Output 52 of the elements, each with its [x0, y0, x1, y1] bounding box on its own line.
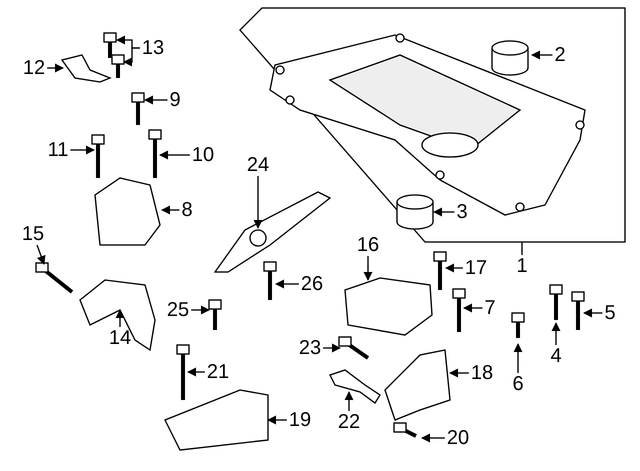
leader-line: [323, 344, 341, 352]
callout-number: 5: [604, 303, 616, 323]
callout-number: 14: [108, 328, 132, 348]
leader-line: [531, 50, 552, 60]
leader-line: [514, 343, 522, 373]
callout-number: 17: [464, 258, 488, 278]
leader-line: [144, 96, 168, 104]
leader-line: [449, 368, 469, 378]
leader-line: [191, 306, 210, 314]
callout-number: 23: [298, 338, 322, 358]
callout-number: 2: [554, 45, 566, 65]
callout-number: 26: [300, 274, 324, 294]
leader-line: [123, 47, 140, 66]
leader-line: [47, 64, 64, 72]
callout-number: 21: [206, 362, 230, 382]
callout-number: 25: [166, 300, 190, 320]
callout-number: 19: [288, 410, 312, 430]
callout-number: 18: [470, 363, 494, 383]
leader-line: [159, 150, 190, 160]
callout-number: 22: [338, 412, 360, 432]
callout-number: 8: [181, 200, 193, 220]
callout-number: 1: [516, 256, 528, 276]
leader-line: [36, 244, 46, 265]
leader-line: [267, 416, 287, 424]
callout-number: 20: [446, 428, 470, 448]
callout-number: 3: [456, 202, 468, 222]
leader-line: [433, 208, 454, 216]
callout-number: 11: [48, 140, 68, 160]
callout-number: 4: [550, 346, 562, 366]
leader-line: [583, 308, 602, 318]
leader-line: [344, 391, 354, 411]
callout-number: 6: [512, 374, 524, 394]
callout-number: 15: [22, 224, 44, 244]
leader-line: [445, 264, 463, 272]
leader-line: [463, 304, 482, 312]
leader-line: [521, 242, 523, 255]
leader-line: [421, 434, 445, 442]
callout-number: 7: [484, 298, 496, 318]
leader-line: [364, 256, 372, 281]
leader-line: [254, 176, 262, 229]
leader-line: [552, 322, 560, 345]
leader-line: [161, 206, 180, 214]
leader-line: [70, 146, 95, 154]
callout-number: 13: [142, 38, 164, 58]
leader-line: [275, 280, 299, 288]
callout-number: 16: [356, 235, 380, 255]
callout-number: 12: [22, 58, 46, 78]
callout-number: 24: [246, 155, 270, 175]
leader-line: [187, 368, 205, 376]
leader-line: [116, 309, 124, 327]
callout-number: 10: [192, 145, 214, 165]
callout-number: 9: [169, 90, 181, 110]
